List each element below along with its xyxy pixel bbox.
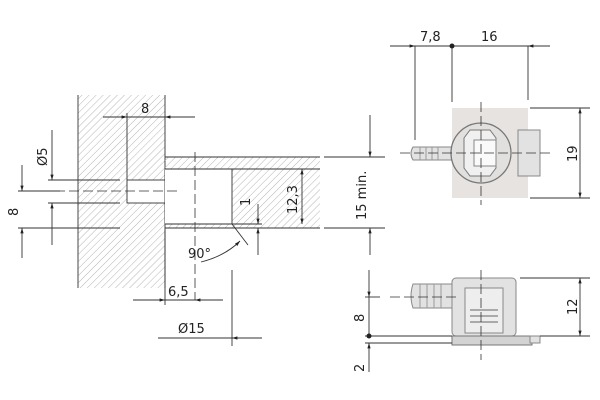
body-width-label: 19 (566, 145, 581, 162)
barb-length-label: 7,8 (420, 30, 441, 45)
body-height-label: 12 (566, 298, 581, 315)
cup-hole (165, 169, 232, 224)
hole-diameter-label: Ø5 (36, 147, 51, 166)
connector-side-view: 8 2 12 (353, 270, 590, 372)
hole-depth-label: 8 (141, 102, 149, 117)
hole-offset-label: 8 (7, 208, 22, 216)
cup-depth-label: 12,3 (286, 185, 301, 214)
section-view: 8 Ø5 8 12,3 1 90° 15 min. (7, 95, 385, 346)
panel-thickness-label: 15 min. (355, 171, 370, 220)
connector-top-view: 7,8 16 19 (390, 30, 590, 205)
body-length-label: 16 (481, 30, 498, 45)
base-offset-label: 2 (353, 364, 368, 372)
cup-diameter-label: Ø15 (178, 322, 205, 337)
angle-label: 90° (188, 247, 211, 262)
rim-label: 1 (239, 198, 254, 206)
dowel-hole (126, 179, 166, 204)
barb-height-label: 8 (353, 314, 368, 322)
center-distance-label: 6,5 (168, 285, 189, 300)
